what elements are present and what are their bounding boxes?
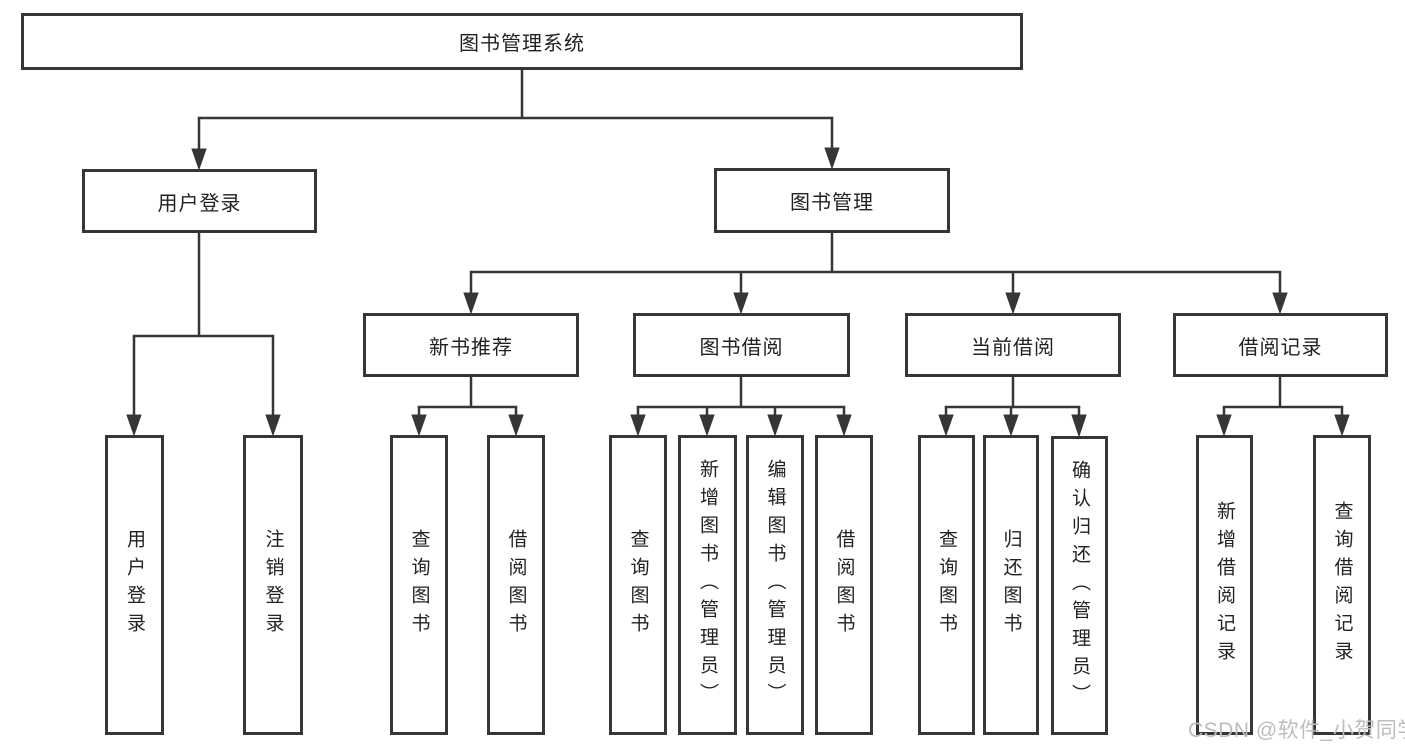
leaf-add-borrow-record-label: 新增借阅记录 [1214,501,1235,669]
leaf-user-login-label: 用户登录 [124,529,145,641]
node-book-management-label: 图书管理 [790,192,874,214]
node-book-borrow: 图书借阅 [633,313,850,377]
leaf-borrow-books-recommend: 借阅图书 [487,435,545,735]
leaf-edit-books-admin: 编辑图书（管理员） [746,435,804,735]
leaf-query-books-current-label: 查询图书 [936,529,957,641]
leaf-query-books-recommend: 查询图书 [390,435,448,735]
node-book-management: 图书管理 [714,168,950,233]
leaf-confirm-return-admin: 确认归还（管理员） [1051,436,1108,735]
leaf-add-books-admin: 新增图书（管理员） [678,435,737,735]
node-root: 图书管理系统 [21,13,1023,70]
node-borrow-records-label: 借阅记录 [1238,336,1323,359]
leaf-borrow-books-recommend-label: 借阅图书 [505,529,527,641]
node-current-borrow-label: 当前借阅 [971,336,1055,359]
leaf-return-books: 归还图书 [983,435,1039,735]
leaf-query-borrow-record-label: 查询借阅记录 [1331,501,1353,669]
node-user-login: 用户登录 [82,169,317,233]
leaf-logout-label: 注销登录 [262,529,284,641]
node-new-book-recommend: 新书推荐 [363,313,579,377]
node-current-borrow: 当前借阅 [905,313,1121,377]
leaf-edit-books-admin-label: 编辑图书（管理员） [764,459,786,711]
leaf-query-books-recommend-label: 查询图书 [408,529,430,641]
node-new-book-recommend-label: 新书推荐 [429,336,513,359]
node-borrow-records: 借阅记录 [1173,313,1388,377]
node-user-login-label: 用户登录 [157,192,242,215]
leaf-logout: 注销登录 [243,435,303,735]
leaf-borrow-books-label: 借阅图书 [833,529,855,641]
leaf-borrow-books: 借阅图书 [815,435,873,735]
node-book-borrow-label: 图书借阅 [699,336,784,359]
leaf-add-borrow-record: 新增借阅记录 [1196,435,1253,735]
leaf-query-books-current: 查询图书 [918,435,975,735]
node-root-label: 图书管理系统 [459,33,585,55]
leaf-query-books-borrow-label: 查询图书 [627,529,649,641]
leaf-query-books-borrow: 查询图书 [609,435,667,735]
leaf-query-borrow-record: 查询借阅记录 [1313,435,1371,735]
leaf-confirm-return-admin-label: 确认归还（管理员） [1069,459,1090,712]
leaf-add-books-admin-label: 新增图书（管理员） [697,459,718,711]
csdn-watermark: CSDN @软件_小贺同学 [1188,719,1405,742]
leaf-return-books-label: 归还图书 [1000,529,1022,641]
leaf-user-login: 用户登录 [105,435,164,735]
